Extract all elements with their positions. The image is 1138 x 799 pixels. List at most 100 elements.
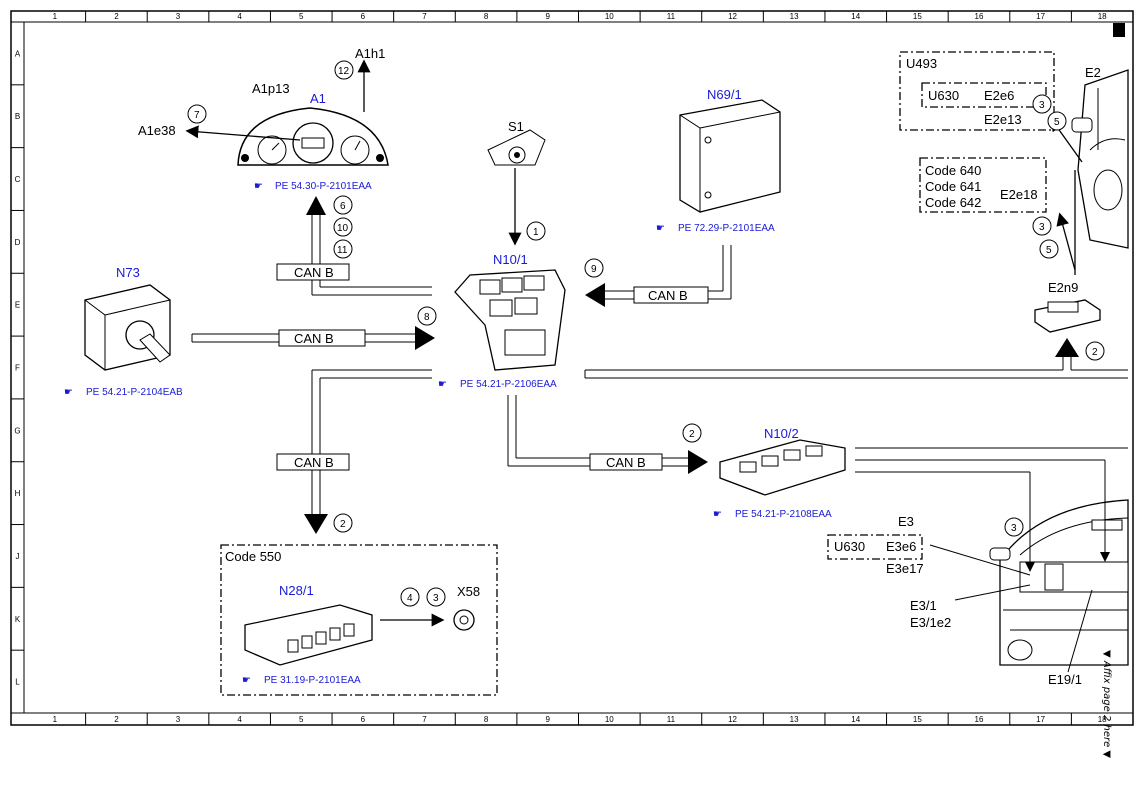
u493-box (899, 51, 1055, 131)
grid-col-label: 9 (545, 715, 550, 724)
n10-2-module (719, 439, 846, 496)
svg-text:3: 3 (1011, 523, 1017, 534)
e2e6-label: E2e6 (984, 88, 1014, 103)
grid-col-label: 15 (913, 12, 922, 21)
code-550-box (220, 544, 498, 696)
u630-box-bottom (827, 534, 923, 560)
grid-col-label: 2 (114, 715, 119, 724)
svg-text:3: 3 (433, 593, 439, 604)
line-sam-e2n9 (584, 338, 1128, 379)
grid-col-label: 7 (422, 12, 427, 21)
callout-2-c: 2 (1085, 341, 1105, 361)
n28-1-label: N28/1 (279, 583, 314, 598)
grid-col-label: 3 (176, 715, 181, 724)
callout-1: 1 (526, 221, 546, 241)
grid-row-label: A (15, 49, 21, 58)
can-b-label-n73: CAN B (294, 331, 334, 346)
u630-top-label: U630 (928, 88, 959, 103)
grid-col-label: 8 (484, 715, 489, 724)
can-b-label-n28: CAN B (294, 455, 334, 470)
callout-5-a: 5 (1047, 111, 1067, 131)
svg-text:4: 4 (407, 593, 413, 604)
svg-text:1: 1 (533, 227, 539, 238)
grid-row-label: L (15, 678, 20, 687)
grid-col-label: 18 (1098, 715, 1107, 724)
grid-row-label: K (15, 615, 21, 624)
grid-col-label: 6 (361, 715, 366, 724)
u630-box-top (921, 82, 1047, 108)
grid-col-label: 3 (176, 12, 181, 21)
grid-col-label: 2 (114, 12, 119, 21)
n10-2-label: N10/2 (764, 426, 799, 441)
svg-text:7: 7 (194, 110, 200, 121)
grid-row-label: H (15, 489, 21, 498)
can-b-label-n10-2: CAN B (606, 455, 646, 470)
grid-col-label: 17 (1036, 715, 1045, 724)
grid-col-label: 14 (851, 12, 860, 21)
e2e18-label: E2e18 (1000, 187, 1038, 202)
callouts: 12 7 6 10 11 1 9 8 2 2 4 3 3 5 3 5 2 3 (187, 60, 1105, 607)
s1-label: S1 (508, 119, 524, 134)
grid-col-label: 8 (484, 12, 489, 21)
callout-4: 4 (400, 587, 420, 607)
n28-1-ref-icon: ☛ (242, 675, 251, 686)
svg-text:12: 12 (338, 66, 350, 77)
svg-text:2: 2 (1092, 347, 1098, 358)
grid-col-label: 12 (728, 12, 737, 21)
a1-ref-icon: ☛ (254, 181, 263, 192)
e2-headlamp (1071, 69, 1129, 249)
codes-box (919, 157, 1047, 213)
n10-1-ref: PE 54.21-P-2106EAA (460, 379, 557, 390)
n10-2-ref-icon: ☛ (713, 509, 722, 520)
code-550-label: Code 550 (225, 549, 281, 564)
grid-col-label: 11 (667, 12, 676, 21)
can-b-box-n73 (278, 329, 366, 347)
grid-col-label: 13 (790, 12, 799, 21)
e31e2-label: E3/1e2 (910, 615, 951, 630)
svg-text:11: 11 (337, 245, 348, 256)
a1h1-label: A1h1 (355, 46, 385, 61)
u630-bottom-label: U630 (834, 539, 865, 554)
e2e18-arrow (1056, 212, 1076, 271)
a1-ref: PE 54.30-P-2101EAA (275, 181, 372, 192)
grid-row-label: E (15, 301, 20, 310)
n73-ref: PE 54.21-P-2104EAB (86, 387, 183, 398)
e19-1-label: E19/1 (1048, 672, 1082, 687)
callout-10: 10 (333, 217, 353, 237)
a1-label: A1 (310, 91, 326, 106)
svg-text:2: 2 (689, 429, 695, 440)
can-b-label-a1: CAN B (294, 265, 334, 280)
e3e6-label: E3e6 (886, 539, 916, 554)
e3-label: E3 (898, 514, 914, 529)
svg-text:2: 2 (340, 519, 346, 530)
n69-ref-icon: ☛ (656, 223, 665, 234)
grid-col-label: 7 (422, 715, 427, 724)
grid-col-label: 4 (237, 715, 242, 724)
e2e13-label: E2e13 (984, 112, 1022, 127)
grid-col-label: 1 (53, 12, 58, 21)
a1p13-label: A1p13 (252, 81, 290, 96)
svg-text:5: 5 (1046, 245, 1052, 256)
can-b-box-a1 (276, 263, 350, 281)
callout-6: 6 (333, 195, 353, 215)
n10-2-ref: PE 54.21-P-2108EAA (735, 509, 832, 520)
e2n9-label: E2n9 (1048, 280, 1078, 295)
grid-col-label: 17 (1036, 12, 1045, 21)
callout-8: 8 (417, 306, 437, 326)
callout-9: 9 (584, 258, 604, 278)
callout-5-b: 5 (1039, 239, 1059, 259)
callout-3-a: 3 (426, 587, 446, 607)
lines-n10-2-e3 (855, 447, 1128, 572)
n73-ref-icon: ☛ (64, 387, 73, 398)
callout-7: 7 (187, 104, 207, 124)
x58-connector (453, 609, 475, 631)
callout-3-d: 3 (1004, 517, 1024, 537)
grid-col-label: 10 (605, 715, 614, 724)
grid-row-label: J (16, 552, 20, 561)
grid-col-label: 5 (299, 12, 304, 21)
grid-row-label: F (15, 364, 20, 373)
can-bus-a1 (306, 196, 432, 296)
grid-col-label: 10 (605, 12, 614, 21)
grid-col-label: 14 (851, 715, 860, 724)
